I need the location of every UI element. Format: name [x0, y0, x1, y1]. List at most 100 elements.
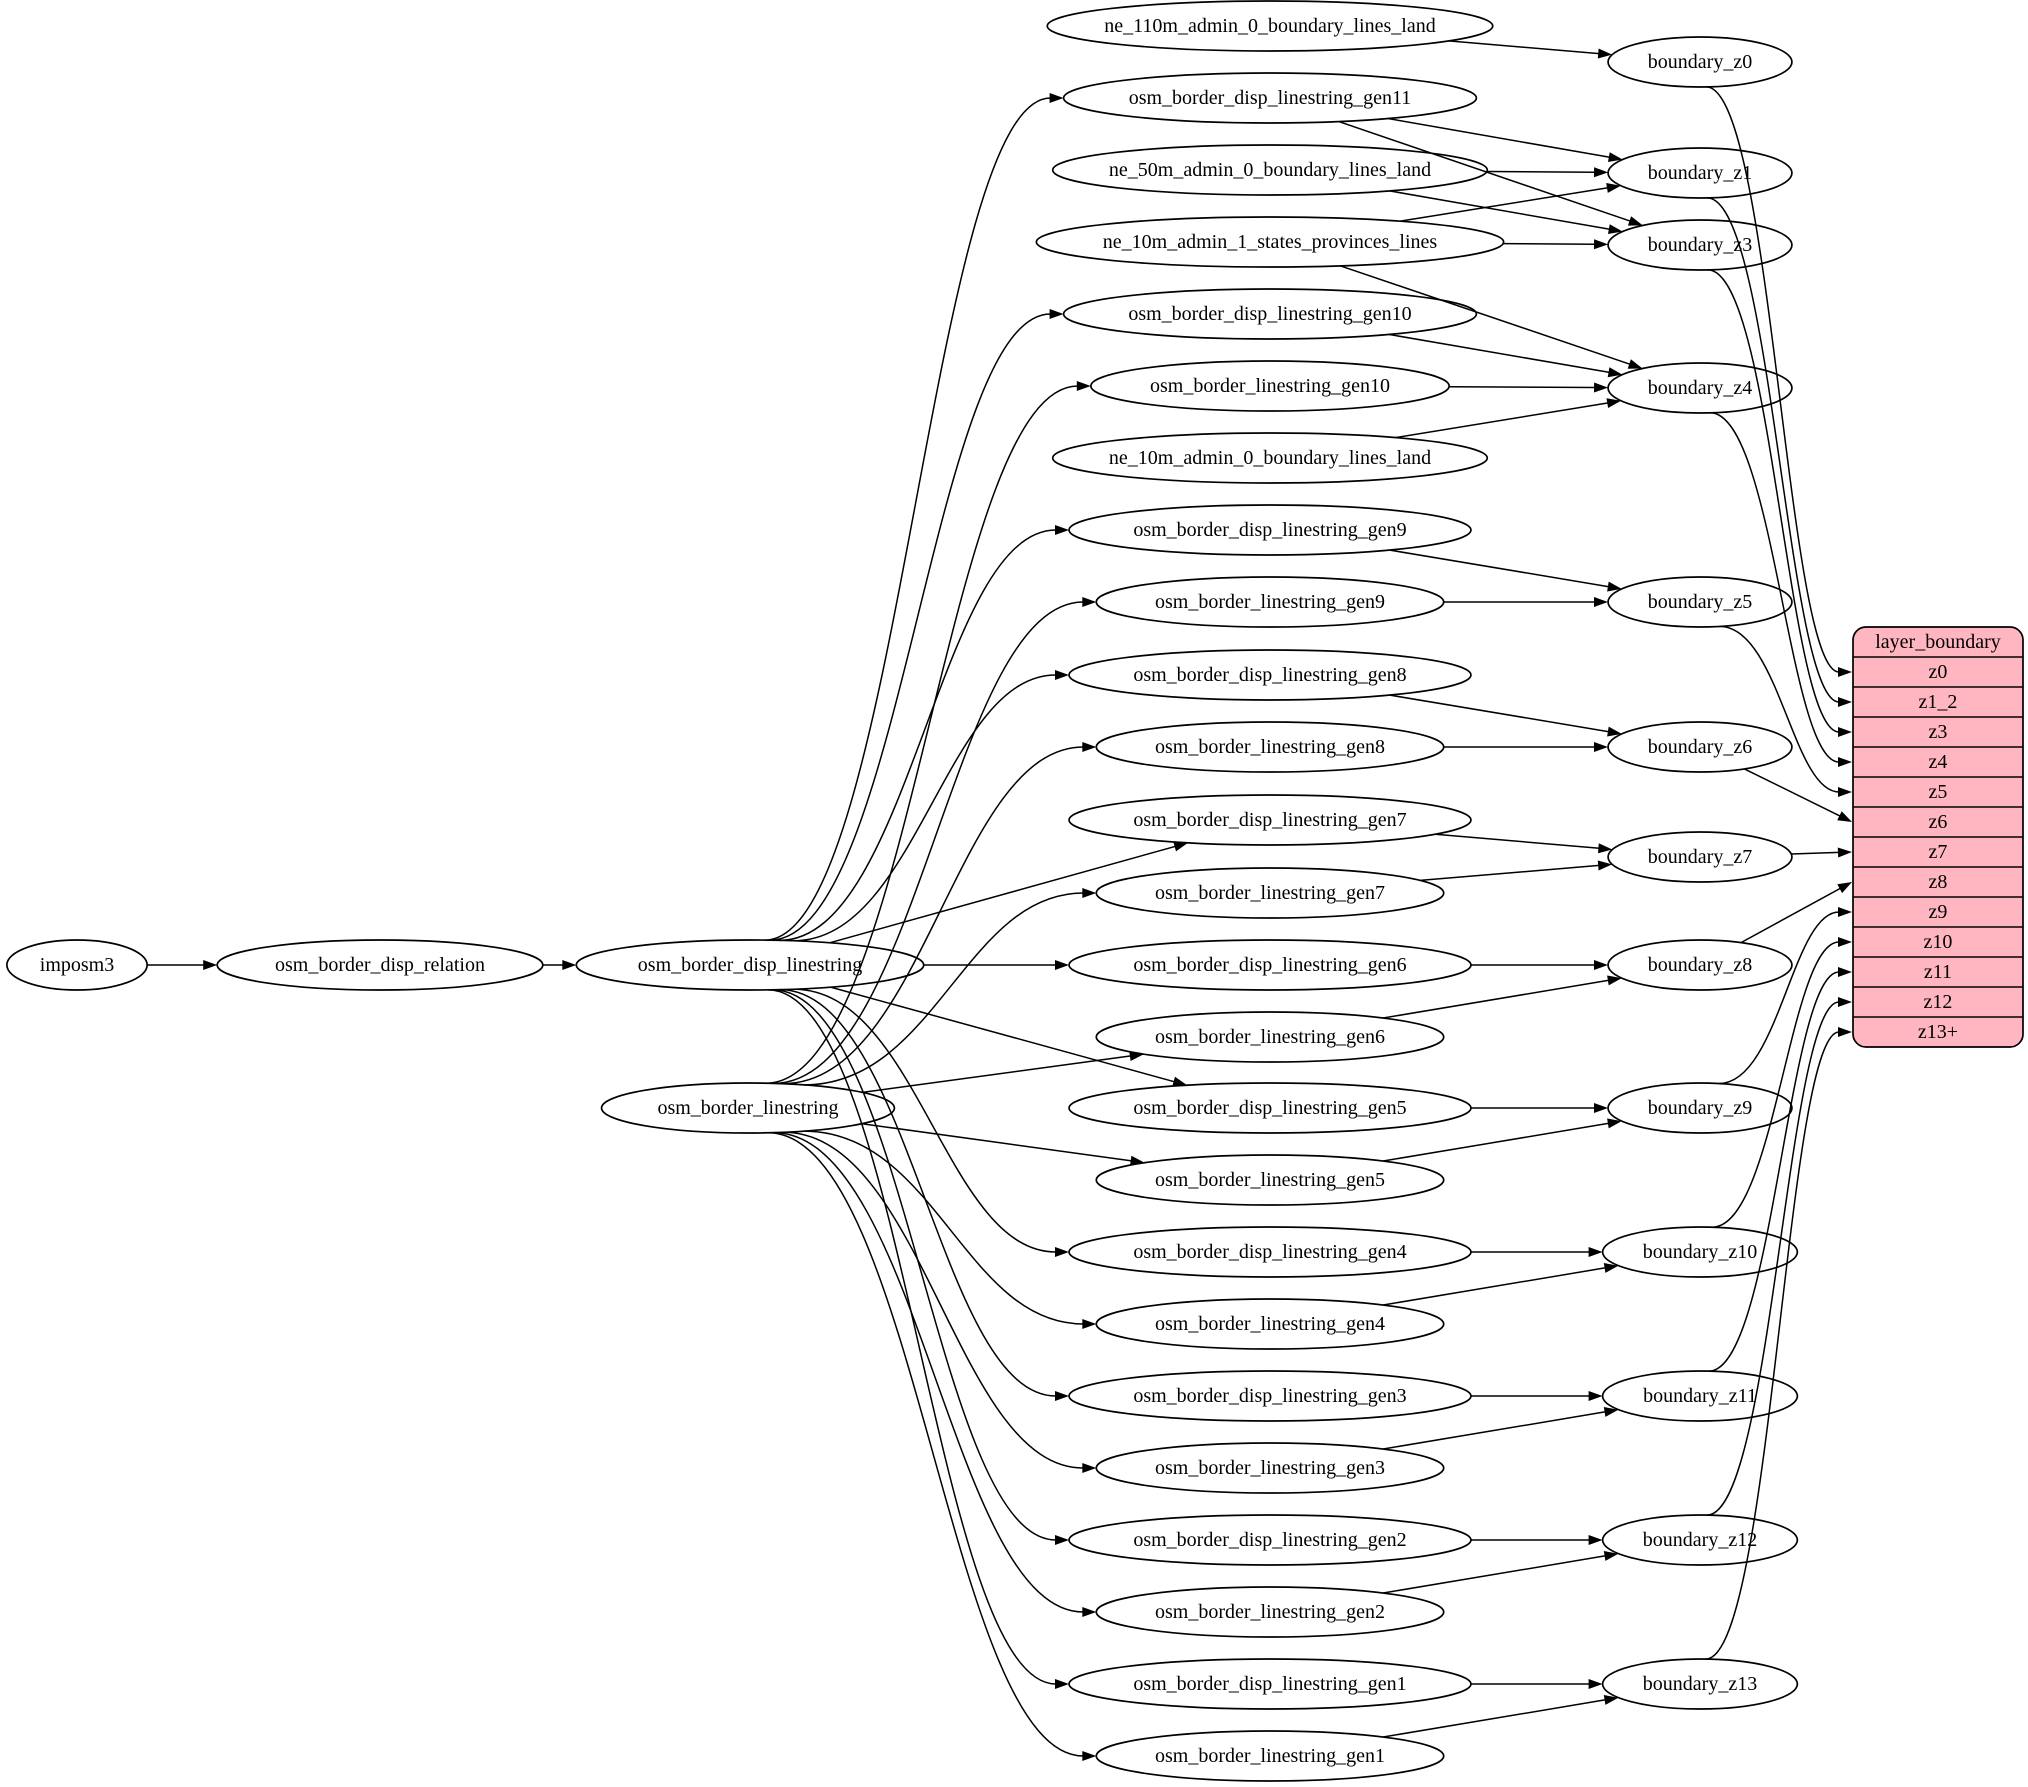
edge-arrow-osm_border_linestring_gen9--boundary_z5 [1594, 597, 1608, 607]
node-label-osm_border_disp_relation: osm_border_disp_relation [275, 954, 485, 976]
edge-arrow-imposm3--osm_border_disp_relation [203, 960, 218, 970]
node-boundary_z6: boundary_z6 [1607, 721, 1793, 773]
edge-arrow-boundary_z12--layer_boundary:z12 [1838, 997, 1852, 1007]
node-osm_border_linestring_gen9: osm_border_linestring_gen9 [1095, 576, 1445, 628]
layer-table-row-z11: z11 [1924, 961, 1952, 983]
node-boundary_z8: boundary_z8 [1607, 939, 1793, 991]
edge-arrow-osm_border_linestring--osm_border_linestring_gen9 [1082, 597, 1097, 607]
layer-table-row-z5: z5 [1929, 781, 1948, 803]
node-shape-boundary_z4 [1607, 362, 1793, 414]
layer-table-row-z3: z3 [1929, 721, 1948, 743]
edge-arrow-boundary_z8--layer_boundary:z8 [1837, 882, 1852, 894]
node-osm_border_disp_linestring_gen11: osm_border_disp_linestring_gen11 [1062, 72, 1478, 124]
node-osm_border_disp_relation: osm_border_disp_relation [216, 939, 544, 991]
node-label-osm_border_linestring_gen9: osm_border_linestring_gen9 [1155, 591, 1385, 613]
layer-table: layer_boundaryz0z1_2z3z4z5z6z7z8z9z10z11… [1852, 626, 2024, 1048]
edge-arrow-osm_border_linestring_gen7--boundary_z7 [1597, 860, 1613, 871]
edge-arrow-osm_border_linestring--osm_border_linestring_gen8 [1082, 742, 1097, 752]
node-osm_border_linestring_gen8: osm_border_linestring_gen8 [1095, 721, 1445, 773]
edge-arrow-osm_border_linestring_gen8--boundary_z6 [1594, 742, 1608, 752]
node-boundary_z0: boundary_z0 [1607, 36, 1793, 88]
edge-boundary_z13--layer_boundary:z13+ [1705, 1031, 1840, 1660]
node-label-boundary_z6: boundary_z6 [1648, 736, 1752, 758]
layer-table-row-z4: z4 [1929, 751, 1948, 773]
node-shape-osm_border_disp_linestring_gen9 [1068, 504, 1472, 556]
edge-arrow-osm_border_disp_linestring_gen10--boundary_z4 [1607, 367, 1623, 378]
node-label-osm_border_linestring_gen1: osm_border_linestring_gen1 [1155, 1745, 1385, 1767]
node-label-osm_border_linestring_gen4: osm_border_linestring_gen4 [1155, 1313, 1385, 1335]
edge-osm_border_disp_linestring--osm_border_disp_linestring_gen5 [830, 986, 1175, 1083]
edge-boundary_z7--layer_boundary:z7 [1791, 851, 1840, 855]
node-boundary_z11: boundary_z11 [1601, 1370, 1799, 1422]
node-label-boundary_z7: boundary_z7 [1648, 846, 1752, 868]
node-shape-osm_border_linestring [600, 1082, 896, 1134]
edge-arrow-osm_border_linestring_gen3--boundary_z11 [1603, 1407, 1619, 1417]
node-shape-osm_border_linestring_gen6 [1095, 1011, 1445, 1063]
edge-arrow-boundary_z4--layer_boundary:z4 [1838, 757, 1852, 767]
edge-arrow-boundary_z9--layer_boundary:z9 [1838, 907, 1852, 917]
node-osm_border_linestring_gen10: osm_border_linestring_gen10 [1089, 360, 1450, 412]
edge-arrow-osm_border_disp_linestring_gen2--boundary_z12 [1588, 1535, 1603, 1545]
node-label-osm_border_linestring: osm_border_linestring [657, 1097, 838, 1119]
edge-ne_10m_admin_0_boundary_lines_land--boundary_z4 [1395, 402, 1609, 439]
edge-osm_border_linestring--osm_border_linestring_gen3 [783, 1131, 1084, 1469]
edge-arrow-ne_10m_admin_1_states_provinces_lines--boundary_z1 [1606, 183, 1621, 193]
node-label-ne_10m_admin_0_boundary_lines_land: ne_10m_admin_0_boundary_lines_land [1109, 447, 1431, 469]
edge-osm_border_linestring_gen3--boundary_z11 [1383, 1411, 1606, 1450]
layer-table-row-z8: z8 [1929, 871, 1948, 893]
node-shape-osm_border_disp_linestring_gen6 [1068, 939, 1472, 991]
edge-osm_border_disp_linestring_gen11--boundary_z3 [1338, 120, 1631, 222]
edge-osm_border_linestring--osm_border_linestring_gen10 [765, 385, 1078, 1084]
layer-table-row-z9: z9 [1929, 901, 1948, 923]
edge-arrow-boundary_z3--layer_boundary:z3 [1838, 727, 1852, 737]
node-label-osm_border_linestring_gen2: osm_border_linestring_gen2 [1155, 1601, 1385, 1623]
node-boundary_z4: boundary_z4 [1607, 362, 1793, 414]
layer-table-row-z13+: z13+ [1918, 1021, 1958, 1043]
node-osm_border_disp_linestring_gen4: osm_border_disp_linestring_gen4 [1068, 1226, 1472, 1278]
node-shape-boundary_z5 [1607, 576, 1793, 628]
edge-boundary_z0--layer_boundary:z0 [1706, 86, 1840, 673]
edge-osm_border_linestring_gen5--boundary_z9 [1383, 1122, 1610, 1162]
edge-osm_border_linestring_gen1--boundary_z13 [1383, 1699, 1606, 1738]
edge-arrow-osm_border_linestring--osm_border_linestring_gen3 [1082, 1463, 1097, 1473]
node-shape-osm_border_disp_linestring_gen1 [1068, 1658, 1472, 1710]
edge-arrow-osm_border_disp_linestring_gen11--boundary_z3 [1627, 216, 1643, 226]
node-osm_border_linestring: osm_border_linestring [600, 1082, 896, 1134]
layer-table-row-z0: z0 [1929, 661, 1948, 683]
edge-boundary_z4--layer_boundary:z4 [1710, 412, 1840, 763]
node-shape-boundary_z6 [1607, 721, 1793, 773]
node-shape-osm_border_disp_linestring_gen2 [1068, 1514, 1472, 1566]
node-osm_border_disp_linestring_gen2: osm_border_disp_linestring_gen2 [1068, 1514, 1472, 1566]
node-label-imposm3: imposm3 [40, 954, 114, 976]
node-label-osm_border_disp_linestring_gen8: osm_border_disp_linestring_gen8 [1133, 664, 1406, 686]
edge-boundary_z5--layer_boundary:z5 [1719, 625, 1840, 793]
node-shape-osm_border_linestring_gen5 [1095, 1154, 1445, 1206]
node-label-osm_border_disp_linestring_gen4: osm_border_disp_linestring_gen4 [1133, 1241, 1406, 1263]
node-shape-boundary_z7 [1607, 831, 1793, 883]
edge-osm_border_disp_linestring--osm_border_disp_linestring_gen9 [779, 529, 1057, 942]
node-label-osm_border_disp_linestring_gen5: osm_border_disp_linestring_gen5 [1133, 1097, 1406, 1119]
edge-arrow-osm_border_disp_linestring--osm_border_disp_linestring_gen7 [1173, 841, 1189, 852]
node-imposm3: imposm3 [5, 939, 149, 991]
node-label-boundary_z11: boundary_z11 [1643, 1385, 1757, 1407]
node-shape-boundary_z8 [1607, 939, 1793, 991]
edge-arrow-osm_border_linestring--osm_border_linestring_gen5 [1130, 1155, 1145, 1166]
node-label-osm_border_linestring_gen7: osm_border_linestring_gen7 [1155, 882, 1385, 904]
node-shape-boundary_z0 [1607, 36, 1793, 88]
node-label-ne_10m_admin_1_states_provinces_lines: ne_10m_admin_1_states_provinces_lines [1103, 231, 1438, 253]
node-shape-osm_border_disp_linestring_gen3 [1068, 1370, 1472, 1422]
node-label-osm_border_linestring_gen8: osm_border_linestring_gen8 [1155, 736, 1385, 758]
edge-arrow-boundary_z1--layer_boundary:z1_2 [1838, 697, 1852, 707]
node-label-boundary_z12: boundary_z12 [1643, 1529, 1757, 1551]
node-shape-osm_border_disp_linestring_gen4 [1068, 1226, 1472, 1278]
edge-arrow-osm_border_disp_linestring--osm_border_disp_linestring_gen6 [1055, 960, 1069, 970]
layer-table-row-z1_2: z1_2 [1919, 691, 1958, 713]
edge-arrow-boundary_z11--layer_boundary:z11 [1838, 967, 1852, 977]
edge-arrow-osm_border_disp_linestring_gen1--boundary_z13 [1588, 1679, 1603, 1689]
node-label-ne_50m_admin_0_boundary_lines_land: ne_50m_admin_0_boundary_lines_land [1109, 159, 1431, 181]
node-label-ne_110m_admin_0_boundary_lines_land: ne_110m_admin_0_boundary_lines_land [1104, 15, 1435, 37]
edge-arrow-osm_border_linestring_gen10--boundary_z4 [1594, 382, 1609, 393]
